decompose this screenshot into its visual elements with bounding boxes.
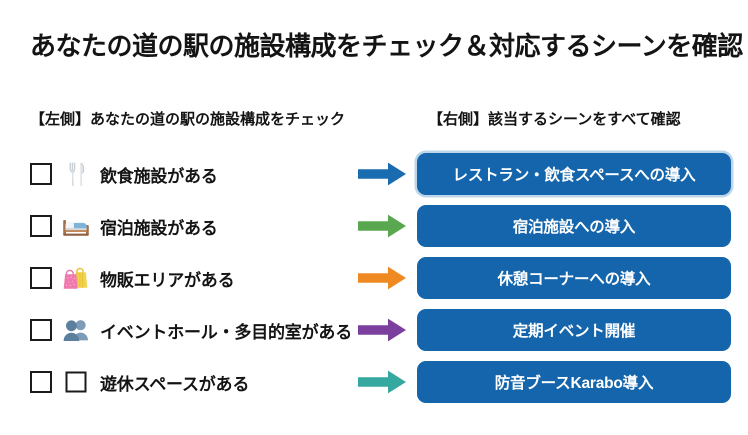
- facility-checkbox-0[interactable]: [30, 163, 52, 185]
- busts-in-silhouette-icon: [61, 315, 91, 345]
- scene-action-button-2[interactable]: 休憩コーナーへの導入: [417, 257, 731, 299]
- arrow-right-teal-icon: [356, 356, 408, 408]
- checklist-row: 遊休スペースがある 防音ブースKarabo導入: [0, 356, 748, 408]
- facility-check-item-4[interactable]: 遊休スペースがある: [30, 356, 249, 408]
- checklist-row: イベントホール・多目的室がある 定期イベント開催: [0, 304, 748, 356]
- arrow-right-green-icon: [356, 200, 408, 252]
- facility-checkbox-2[interactable]: [30, 267, 52, 289]
- scene-action-button-0[interactable]: レストラン・飲食スペースへの導入: [417, 153, 731, 195]
- scene-action-label: 休憩コーナーへの導入: [497, 271, 651, 288]
- white-square-icon: [61, 367, 91, 397]
- facility-label: 物販エリアがある: [100, 270, 235, 290]
- shopping-bags-icon: [61, 263, 91, 293]
- scene-action-button-3[interactable]: 定期イベント開催: [417, 309, 731, 351]
- facility-checkbox-1[interactable]: [30, 215, 52, 237]
- checklist-row: 宿泊施設がある 宿泊施設への導入: [0, 200, 748, 252]
- facility-check-item-0[interactable]: 飲食施設がある: [30, 148, 218, 200]
- arrow-right-blue-icon: [356, 148, 408, 200]
- left-column-header: 【左側】あなたの道の駅の施設構成をチェック: [30, 111, 346, 128]
- scene-action-button-1[interactable]: 宿泊施設への導入: [417, 205, 731, 247]
- checklist-rows: 飲食施設がある レストラン・飲食スペースへの導入 宿泊施設がある 宿泊施設への: [0, 148, 748, 408]
- scene-action-label: 宿泊施設への導入: [512, 219, 636, 236]
- scene-action-button-4[interactable]: 防音ブースKarabo導入: [417, 361, 731, 403]
- arrow-right-purple-icon: [356, 304, 408, 356]
- scene-action-label: 定期イベント開催: [512, 323, 636, 340]
- facility-checkbox-3[interactable]: [30, 319, 52, 341]
- facility-label: 宿泊施設がある: [100, 218, 218, 238]
- facility-check-item-1[interactable]: 宿泊施設がある: [30, 200, 218, 252]
- checklist-row: 飲食施設がある レストラン・飲食スペースへの導入: [0, 148, 748, 200]
- arrow-right-orange-icon: [356, 252, 408, 304]
- page-title: あなたの道の駅の施設構成をチェック＆対応するシーンを確認: [30, 31, 743, 61]
- facility-check-item-2[interactable]: 物販エリアがある: [30, 252, 235, 304]
- scene-action-label: レストラン・飲食スペースへの導入: [452, 167, 696, 184]
- facility-checkbox-4[interactable]: [30, 371, 52, 393]
- facility-label: 飲食施設がある: [100, 166, 218, 186]
- facility-label: 遊休スペースがある: [100, 374, 250, 394]
- facility-check-item-3[interactable]: イベントホール・多目的室がある: [30, 304, 352, 356]
- scene-action-label: 防音ブースKarabo導入: [494, 375, 654, 392]
- facility-label: イベントホール・多目的室がある: [100, 322, 352, 342]
- right-column-header: 【右側】該当するシーンをすべて確認: [428, 111, 681, 128]
- fork-and-knife-icon: [61, 159, 91, 189]
- bed-icon: [61, 211, 91, 241]
- checklist-row: 物販エリアがある 休憩コーナーへの導入: [0, 252, 748, 304]
